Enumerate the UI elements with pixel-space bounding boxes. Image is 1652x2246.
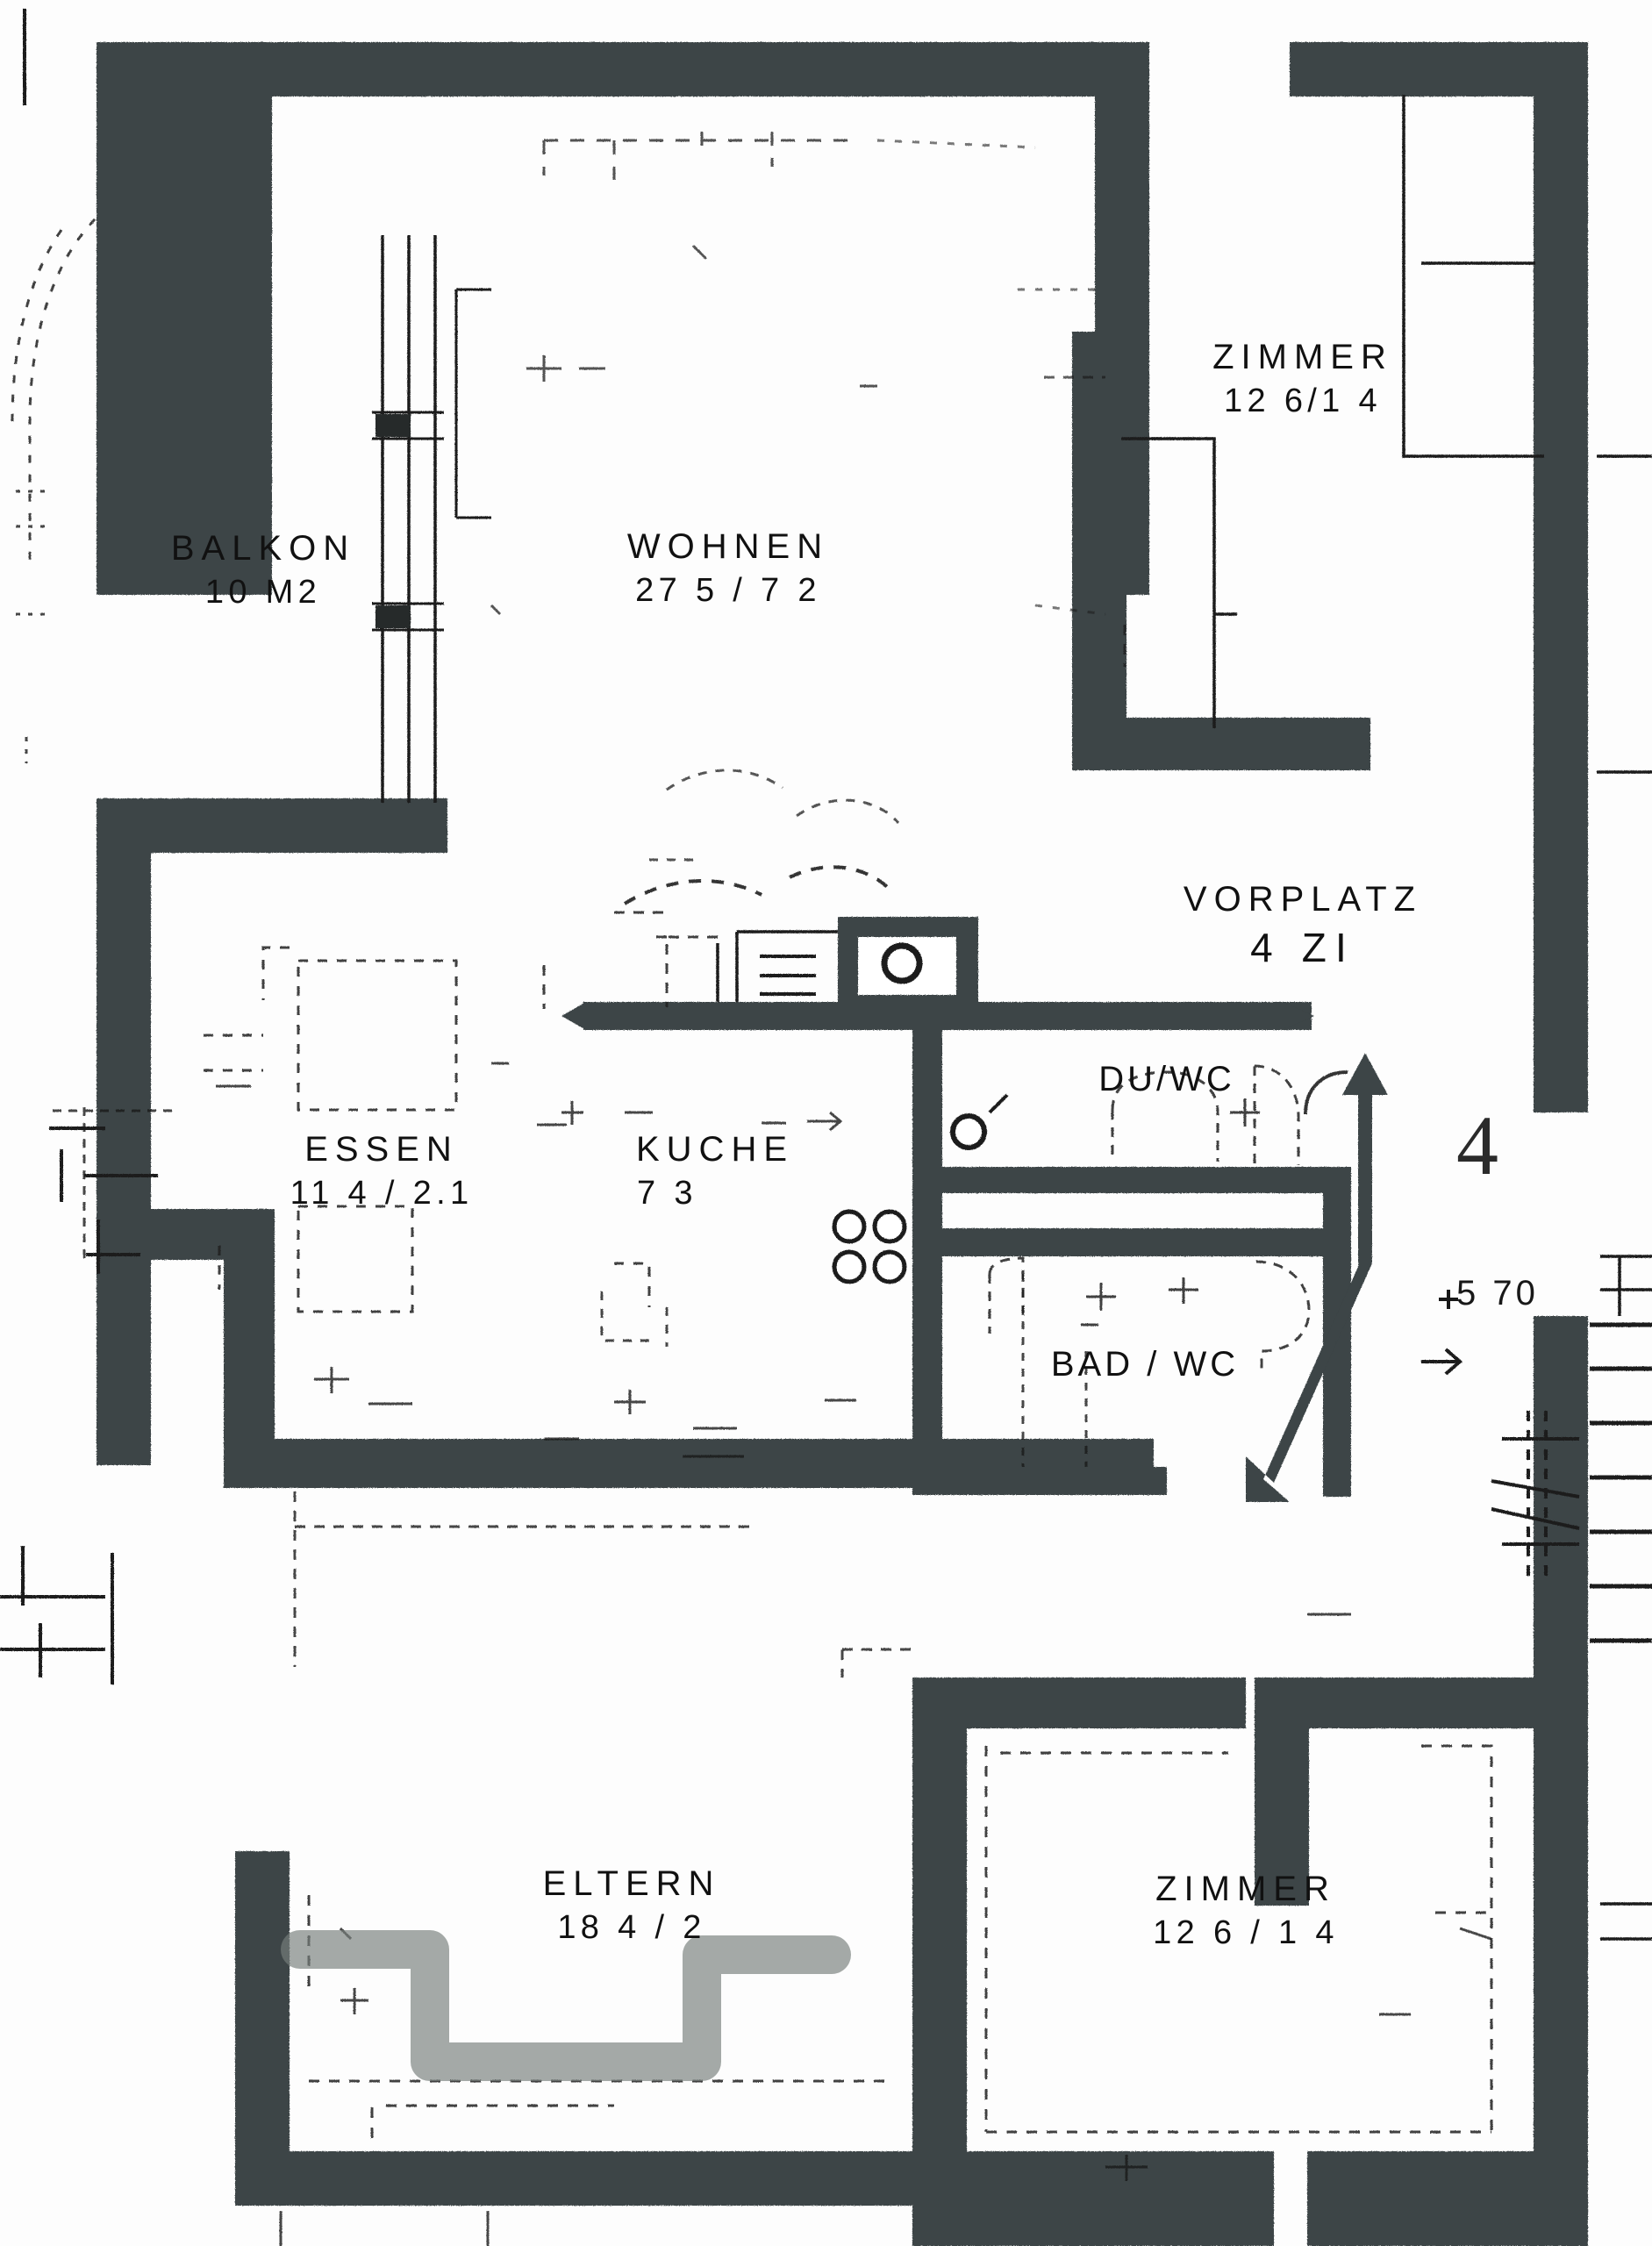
highlighter-stroke <box>281 1930 851 2081</box>
elevation-plus-icon <box>1437 1288 1460 1311</box>
thin-line-layer <box>0 9 1652 2246</box>
wall-layer <box>97 42 1588 2246</box>
plus-icon <box>1439 1290 1458 1309</box>
apartment-number-annotation: 4 <box>1456 1098 1498 1192</box>
elevation-annotation: 5 70 <box>1456 1274 1539 1313</box>
